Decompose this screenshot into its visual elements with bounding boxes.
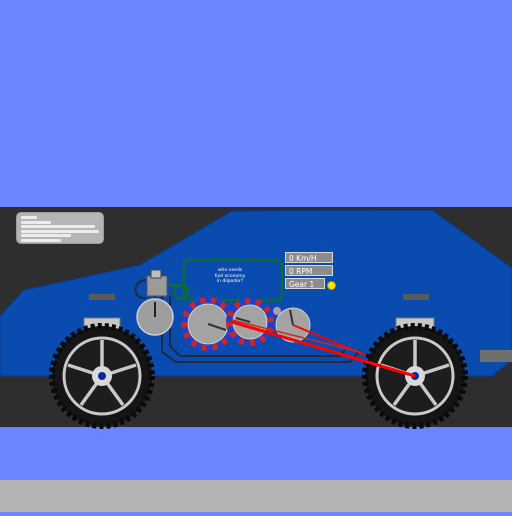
info-line [21, 220, 51, 224]
info-panel [16, 212, 104, 244]
dash-line-1: who needs [217, 268, 243, 273]
lower-sky [0, 427, 512, 480]
hose-loop [134, 279, 147, 300]
wheel-icon[interactable] [49, 323, 155, 429]
speed-readout: 0 Km/H [285, 252, 333, 263]
info-line [21, 216, 37, 219]
drive-link-overlay [339, 352, 416, 378]
front-door-handle [89, 294, 115, 300]
info-line [21, 234, 71, 237]
indicator-light-icon [327, 281, 336, 290]
gear-readout: Gear 1 [285, 278, 325, 289]
drive-link-3 [231, 319, 361, 353]
info-line [21, 238, 61, 242]
engine-block [146, 275, 168, 297]
idler-gear [271, 305, 283, 317]
dash-line-3: in dilpodor? [216, 279, 244, 284]
info-line [21, 229, 99, 233]
sky [0, 0, 512, 207]
road [0, 480, 512, 512]
rpm-readout: 0 RPM [285, 265, 333, 276]
rear-bumper [480, 350, 512, 362]
dash-line-2: fuel economy [214, 273, 246, 279]
info-line [21, 225, 95, 228]
dash-screen [182, 258, 284, 302]
piston-icon [150, 269, 162, 279]
dash-screen-text: who needs fuel economy in dilpodor? [206, 268, 254, 285]
gearbox-gear-large [181, 297, 235, 351]
rear-door-handle [403, 294, 429, 300]
pulley-green [172, 283, 190, 301]
